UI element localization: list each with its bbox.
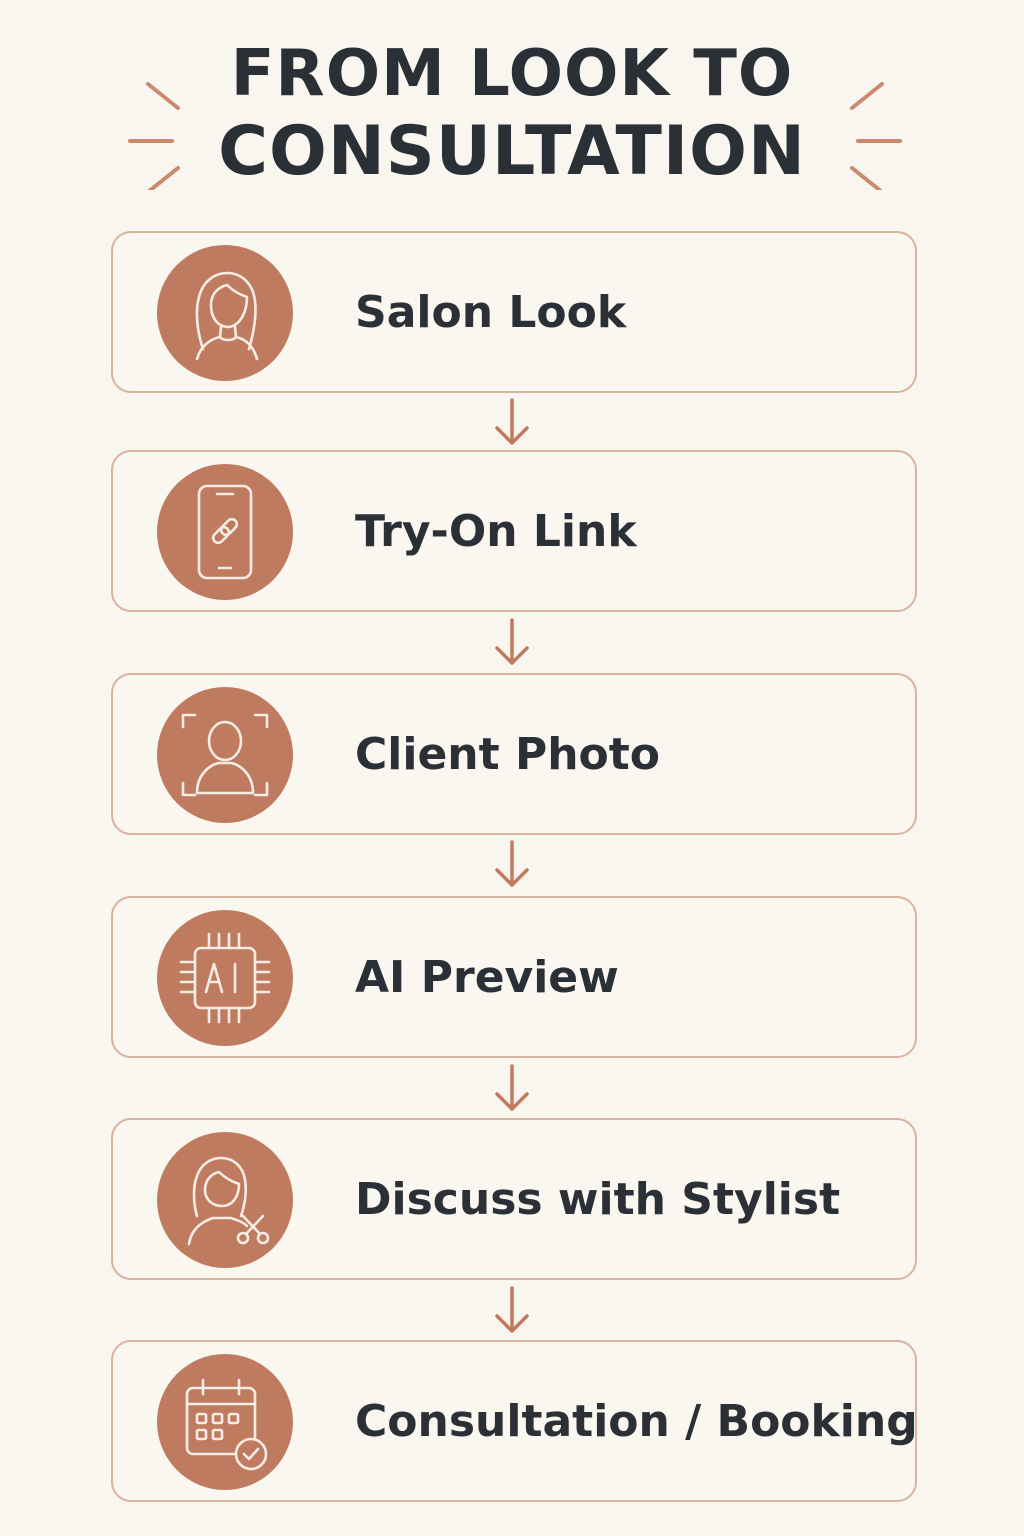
step-client-photo: Client Photo	[111, 673, 917, 835]
ai-chip-icon	[179, 932, 271, 1024]
step-label: Client Photo	[355, 729, 661, 780]
woman-portrait-icon	[195, 271, 259, 361]
step-label: AI Preview	[355, 952, 619, 1003]
step-badge	[157, 687, 293, 823]
arrow-down-icon	[495, 398, 529, 445]
step-label: Consultation / Booking	[355, 1396, 918, 1447]
burst-decoration-left-icon	[128, 82, 180, 190]
step-salon-look: Salon Look	[111, 231, 917, 393]
step-badge	[157, 910, 293, 1046]
arrow-down-icon	[495, 1064, 529, 1111]
step-badge	[157, 464, 293, 600]
arrow-down-icon	[495, 618, 529, 665]
step-badge	[157, 1132, 293, 1268]
face-scan-icon	[181, 713, 269, 797]
step-label: Salon Look	[355, 287, 627, 338]
page-title-line-1: FROM LOOK TO	[230, 37, 794, 111]
phone-link-icon	[197, 484, 253, 580]
stylist-scissors-icon	[187, 1156, 270, 1246]
step-try-on-link: Try-On Link	[111, 450, 917, 612]
arrow-down-icon	[495, 840, 529, 887]
step-label: Try-On Link	[355, 506, 637, 557]
page-title-line-2: CONSULTATION	[218, 112, 806, 191]
arrow-down-icon	[495, 1286, 529, 1333]
step-badge	[157, 1354, 293, 1490]
calendar-check-icon	[185, 1378, 268, 1471]
step-discuss-with-stylist: Discuss with Stylist	[111, 1118, 917, 1280]
step-label: Discuss with Stylist	[355, 1174, 841, 1225]
step-consultation-booking: Consultation / Booking	[111, 1340, 918, 1502]
burst-decoration-right-icon	[850, 82, 902, 190]
step-badge	[157, 245, 293, 381]
title-block: FROM LOOK TO CONSULTATION	[0, 30, 1024, 200]
step-ai-preview: AI Preview	[111, 896, 917, 1058]
